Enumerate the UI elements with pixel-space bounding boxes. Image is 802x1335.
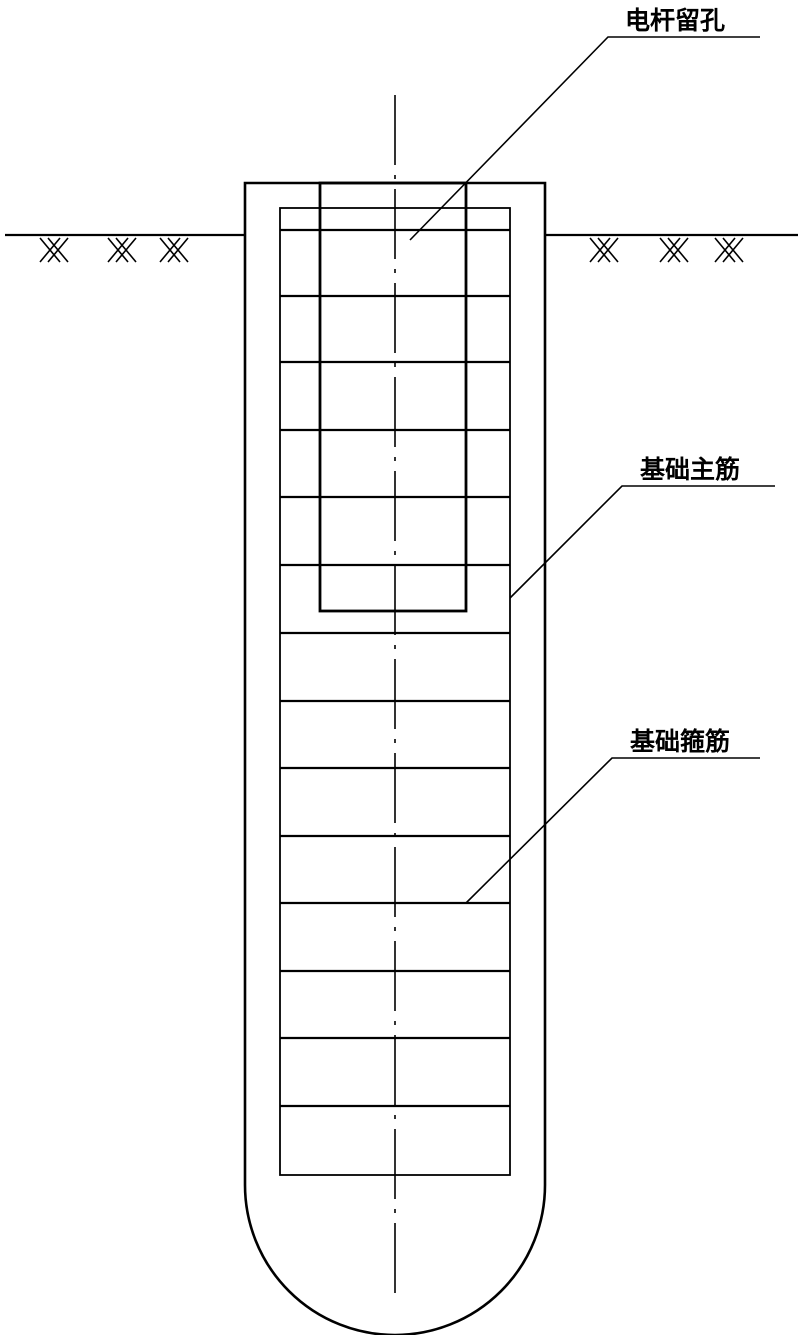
soil-hatch (589, 237, 619, 263)
stirrup-group (280, 228, 510, 1108)
rebar-cage (279, 207, 511, 1176)
soil-hatch (159, 237, 189, 263)
soil-hatch (39, 237, 69, 263)
soil-hatch-group (39, 237, 744, 263)
leader-pole-hole (409, 36, 760, 241)
label-stirrup: 基础箍筋 (630, 727, 730, 756)
pole-hole (318, 181, 468, 613)
leader-main-rebar (509, 485, 775, 599)
soil-hatch (107, 237, 137, 263)
leader-lines (409, 36, 775, 904)
soil-hatch (714, 237, 744, 263)
label-main-rebar: 基础主筋 (640, 455, 740, 484)
label-pole-hole: 电杆留孔 (625, 6, 725, 35)
soil-hatch (659, 237, 689, 263)
leader-stirrup (465, 757, 760, 904)
